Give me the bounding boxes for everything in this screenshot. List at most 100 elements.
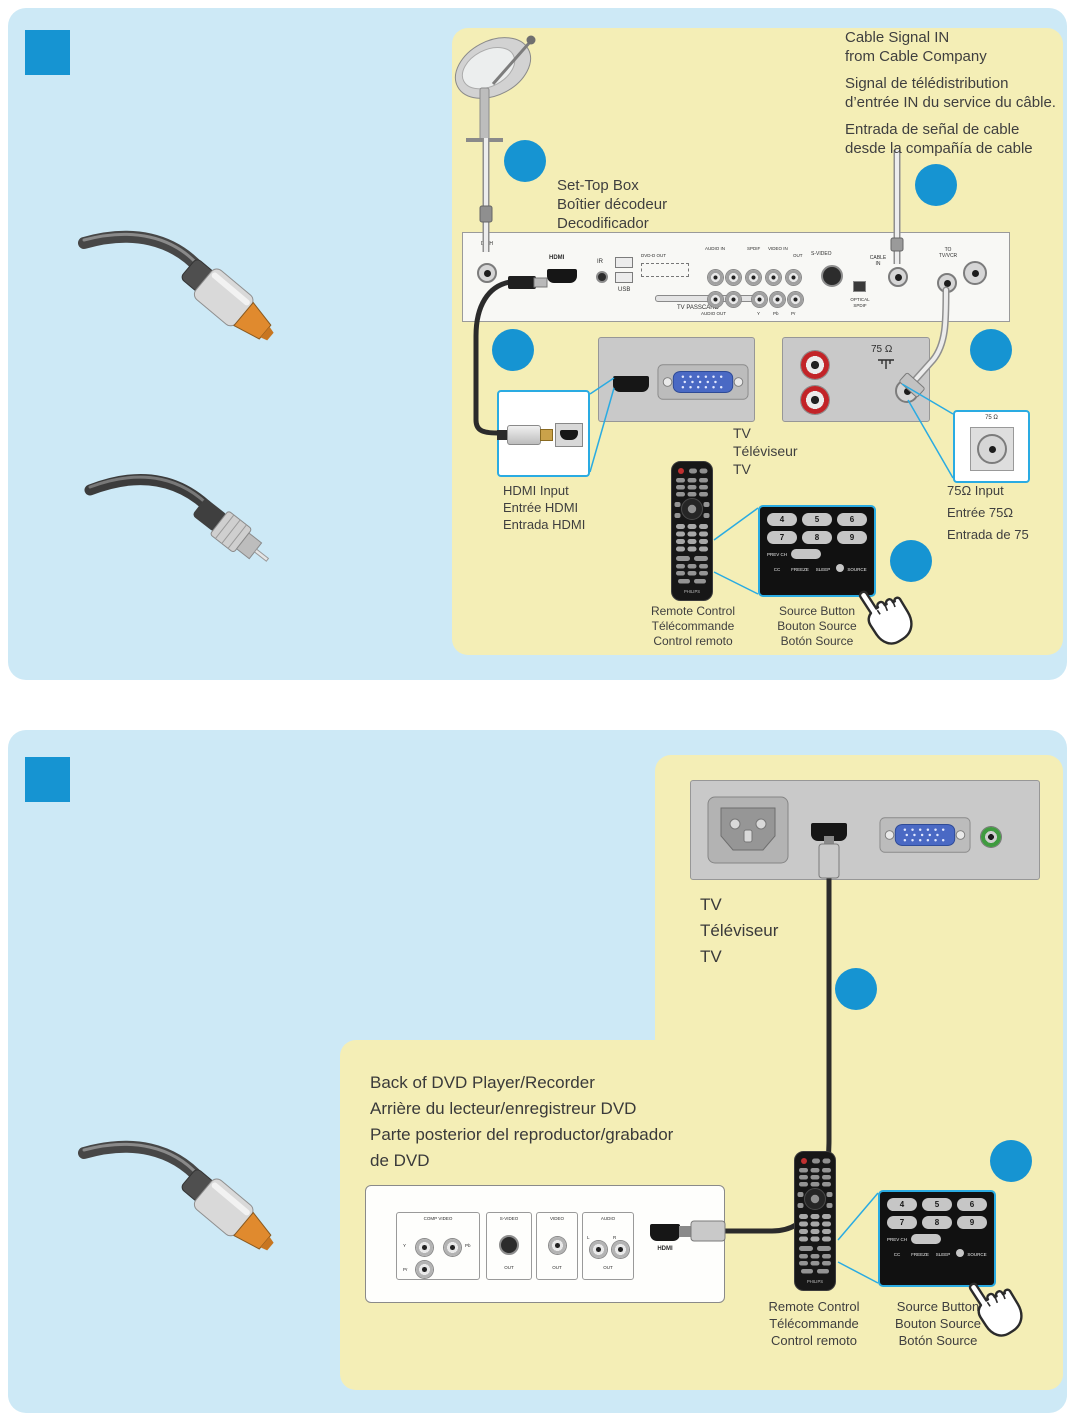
port-label-audio-out: AUDIO OUT: [701, 311, 727, 316]
power-key-icon: [836, 564, 844, 572]
freeze-label: FREEZE: [911, 1251, 929, 1257]
port-label-y: Y: [757, 311, 761, 316]
s-video-group: S-VIDEO OUT: [486, 1212, 532, 1280]
label-line: Entrée HDMI: [503, 500, 579, 515]
step-circle-5: [890, 540, 932, 582]
key-9: 9: [957, 1216, 987, 1229]
source-keypad-zoom-1: 4 5 6 7 8 9 PREV CH CC FREEZE SLEEP SOUR…: [758, 505, 876, 597]
antenna-symbol-icon: [878, 359, 894, 369]
tv-label-2: TV Téléviseur TV: [700, 892, 778, 970]
label-line: Control remoto: [653, 634, 733, 648]
tv2-hdmi-port: [811, 823, 847, 841]
source-key-col: SOURCE: [967, 1252, 987, 1259]
tv-rear-panel-1: [598, 337, 755, 422]
dvd-back-label: Back of DVD Player/Recorder Arrière du l…: [370, 1070, 673, 1174]
freeze-key-col: FREEZE: [910, 1252, 930, 1259]
prev-ch-key: [791, 549, 822, 559]
label-line: Decodificador: [557, 215, 649, 232]
audio-r-label: R: [613, 1235, 617, 1240]
pb-label: Pb: [465, 1243, 471, 1248]
hand-pointer-icon-2: [962, 1268, 1026, 1342]
label-line: Remote Control: [768, 1299, 860, 1314]
sleep-label: SLEEP: [935, 1251, 951, 1257]
s-video-port: [821, 265, 843, 287]
freeze-key-col: FREEZE: [790, 567, 810, 574]
key-9: 9: [837, 531, 867, 544]
hand-pointer-icon-1: [852, 576, 916, 650]
ac-power-inlet: [707, 796, 789, 864]
port-label-tv-passcard: TV PASSCARD: [677, 305, 719, 311]
spdif-jack: [745, 270, 761, 285]
hdmi-cable-stub: [497, 430, 507, 440]
key-7: 7: [767, 531, 797, 544]
cc-label: CC: [773, 566, 781, 572]
rf-port: [963, 261, 987, 285]
key-8: 8: [802, 531, 832, 544]
antenna-input-callout: 75 Ω: [953, 410, 1030, 483]
key-6: 6: [837, 513, 867, 526]
audio-jack-green: [981, 827, 1001, 847]
dvd-hdmi-label: HDMI: [657, 1246, 673, 1252]
audio-out-group: AUDIO L R OUT: [582, 1212, 634, 1280]
label-line: Bouton Source: [777, 619, 857, 633]
video-in-jack: [765, 270, 781, 285]
remote-control-illustration-1: [670, 460, 714, 602]
label-line: Parte posterior del reproductor/grabador: [370, 1125, 674, 1144]
remote-control-illustration-2: [793, 1150, 837, 1292]
step-marker-square-2: [25, 757, 70, 802]
keypad-row-789: 7 8 9: [767, 531, 867, 544]
label-line: Entrada de 75: [947, 527, 1029, 542]
step-circle-3: [492, 329, 534, 371]
video-out-jack: [549, 1237, 566, 1254]
label-line: Entrée 75Ω: [947, 505, 1014, 520]
step-circle-2: [915, 164, 957, 206]
label-line: Télécommande: [651, 619, 735, 633]
pr-jack: [416, 1261, 433, 1278]
comp-video-label: COMP VIDEO: [423, 1216, 453, 1221]
rca-jack-red-1: [801, 351, 829, 379]
audio-in-jack-l: [707, 270, 723, 285]
step-circle-1: [504, 140, 546, 182]
label-line: Set-Top Box: [557, 177, 639, 194]
tv-rear-panel-2: [690, 780, 1040, 880]
dvd-hdmi-port: [650, 1224, 680, 1241]
video-label: VIDEO: [549, 1216, 564, 1221]
hdmi-port-closeup: [560, 430, 578, 440]
label-line: TV: [733, 425, 751, 441]
label-line: Télécommande: [769, 1316, 859, 1331]
satellite-dish-icon: [454, 35, 536, 142]
s-video-label: S-VIDEO: [499, 1216, 519, 1221]
sleep-key-col: SLEEP: [933, 1252, 953, 1259]
label-line: Cable Signal IN: [845, 29, 950, 46]
port-label-usb: USB: [618, 287, 631, 293]
audio-out-jack-r: [725, 292, 741, 307]
component-pr-jack: [787, 292, 803, 307]
hdmi-port-plate: [555, 423, 583, 447]
component-video-group: COMP VIDEO Y Pb Pr: [396, 1212, 480, 1280]
key-5: 5: [922, 1198, 952, 1211]
port-label-ir: IR: [597, 259, 603, 265]
source-button-label-2: Source Button Bouton Source Botón Source: [882, 1298, 994, 1349]
sleep-label: SLEEP: [815, 566, 831, 572]
label-line: 75Ω Input: [947, 483, 1004, 498]
dvd-rear-panel: COMP VIDEO Y Pb Pr S-VIDEO OUT VIDEO OUT…: [365, 1185, 725, 1303]
label-line: TV: [733, 461, 751, 477]
label-line: desde la compañía de cable: [845, 140, 1033, 157]
label-line: Control remoto: [771, 1333, 857, 1348]
dish-in-port: [477, 263, 497, 283]
pb-jack: [444, 1239, 461, 1256]
step-circle-6: [835, 968, 877, 1010]
label-line: TV: [700, 947, 722, 966]
hdmi-input-label: HDMI Input Entrée HDMI Entrada HDMI: [503, 482, 585, 533]
remote-control-label-2: Remote Control Télécommande Control remo…: [758, 1298, 870, 1349]
pr-label: Pr: [403, 1267, 408, 1272]
port-label-spdif: SPDIF: [747, 246, 761, 251]
label-line: d’entrée IN du service du câble.: [845, 94, 1056, 111]
source-key-col: SOURCE: [847, 567, 867, 574]
step-circle-7: [990, 1140, 1032, 1182]
antenna-input-label: 75Ω Input Entrée 75Ω Entrada de 75: [947, 480, 1029, 546]
